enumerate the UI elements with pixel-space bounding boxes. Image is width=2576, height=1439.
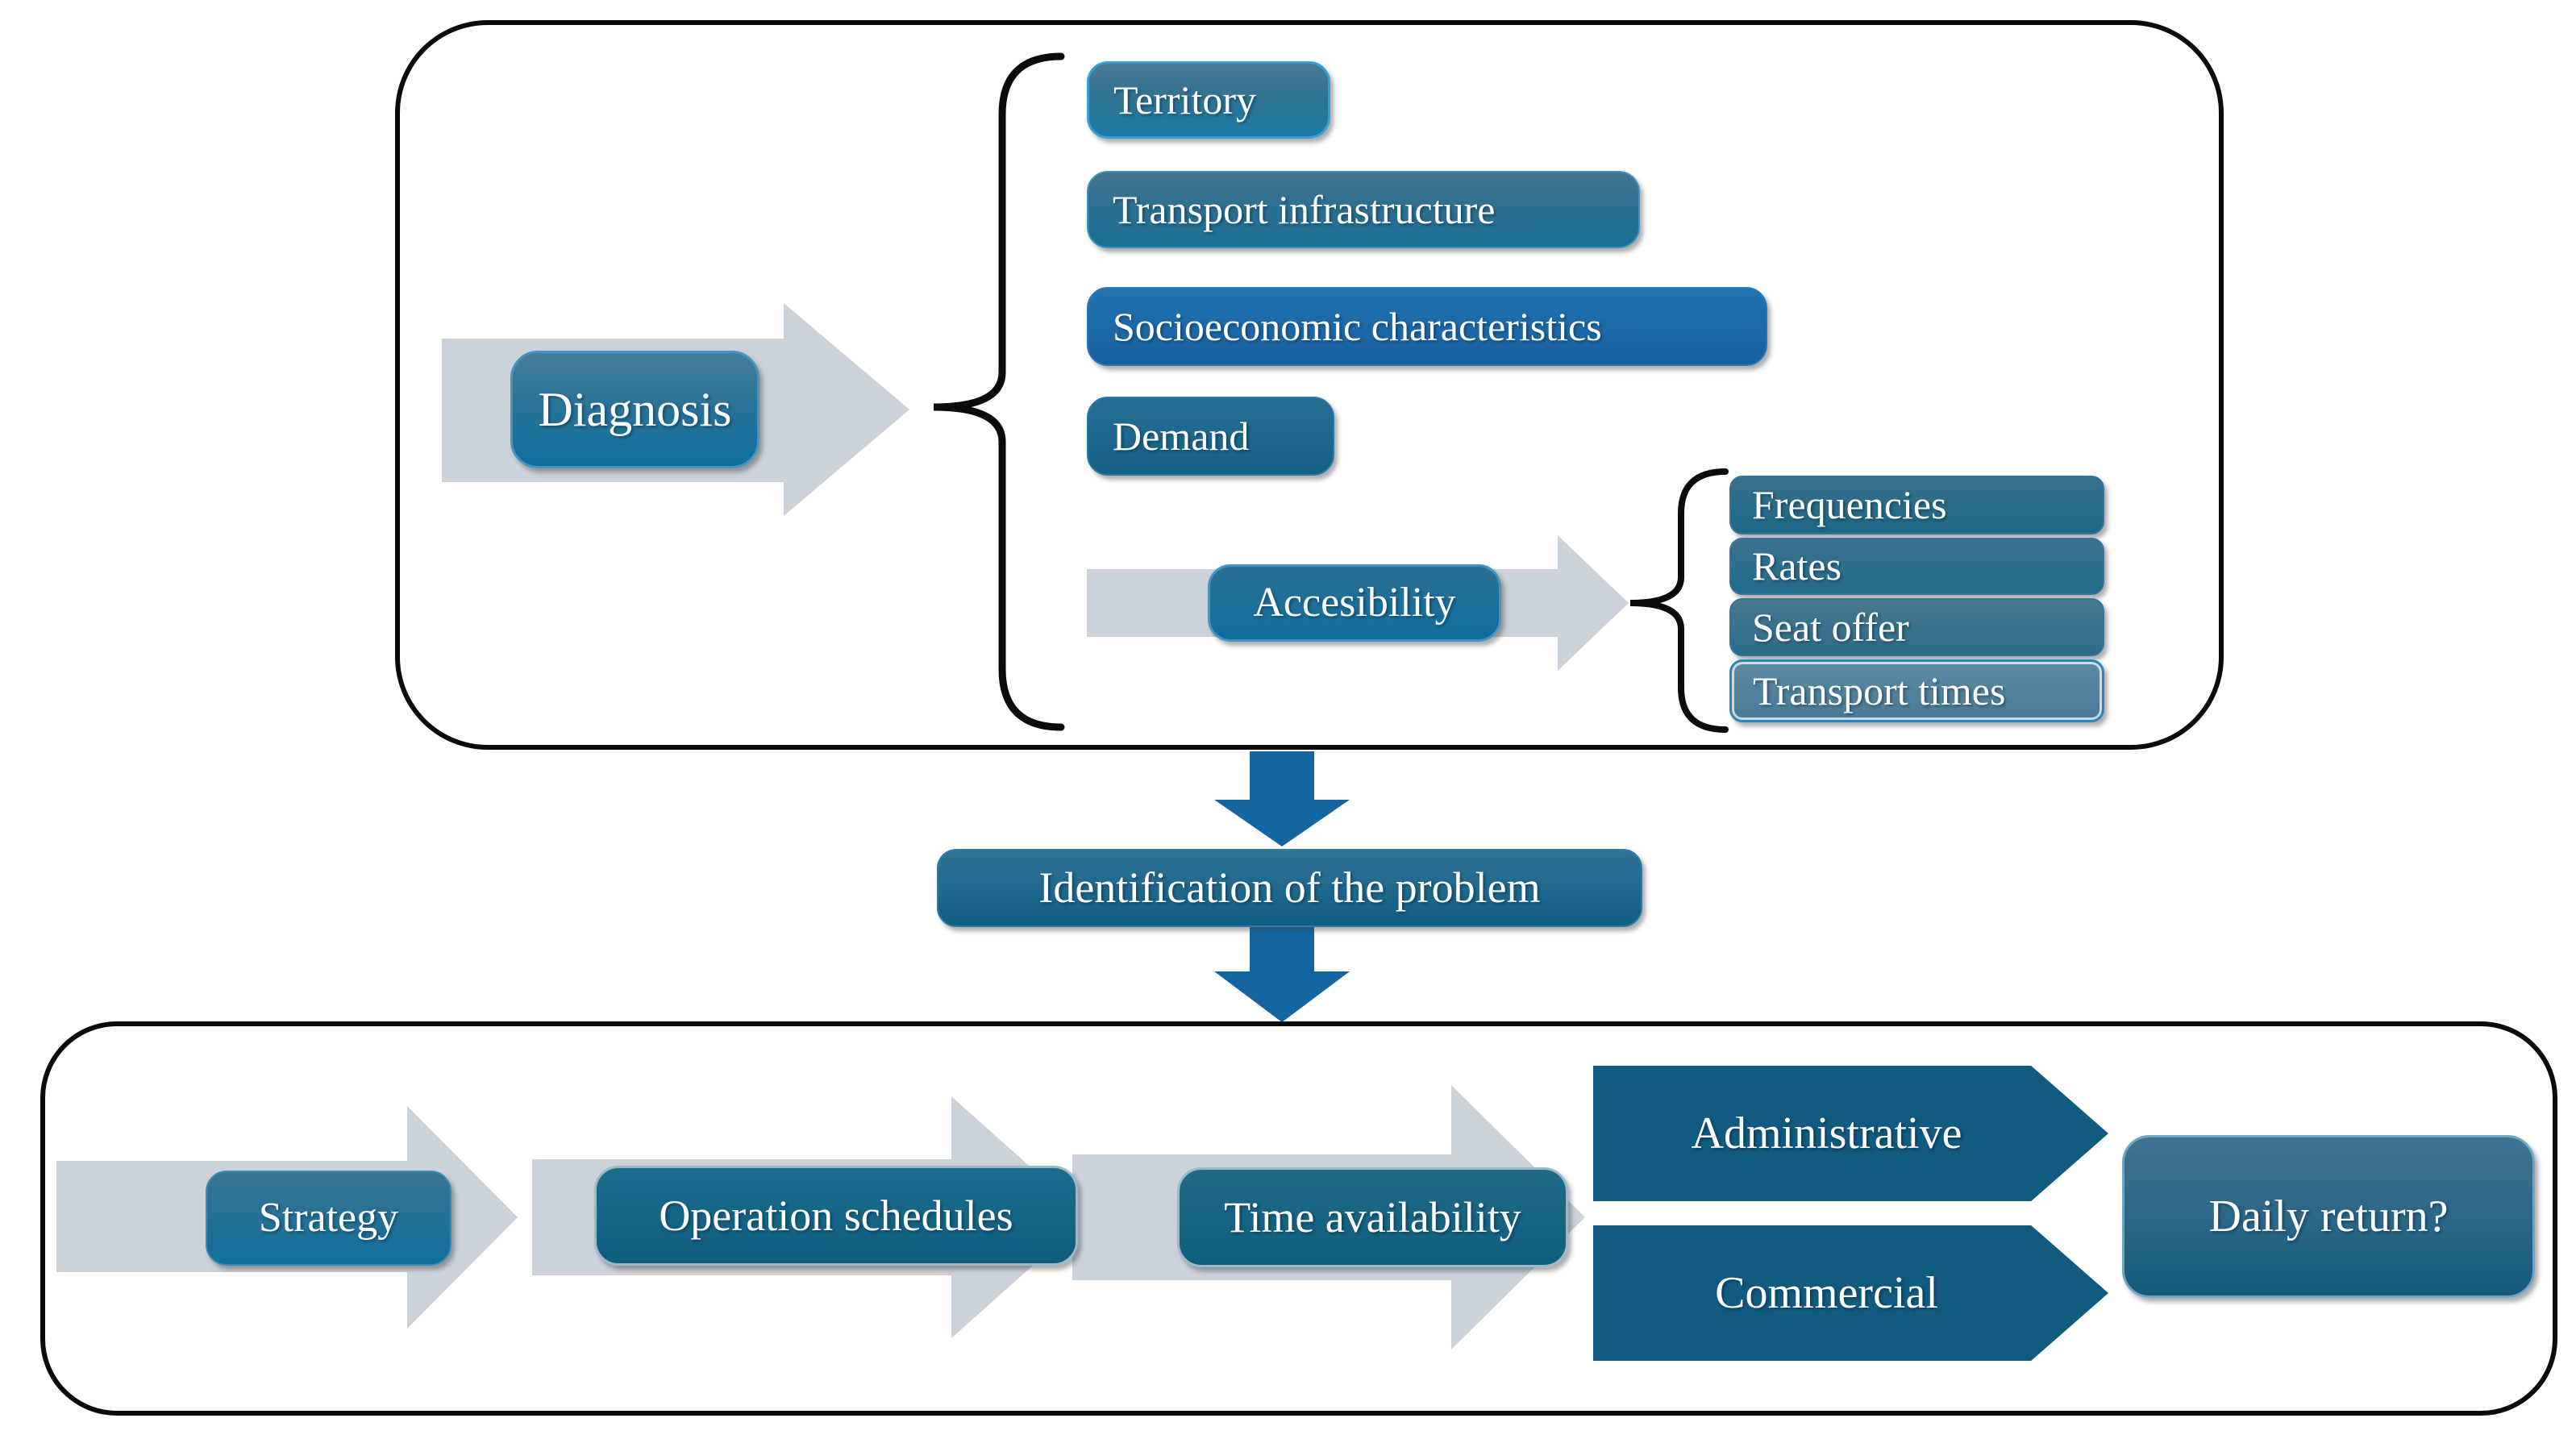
accessibility-brace-icon [1629, 468, 1729, 733]
diagnosis-brace-icon [933, 52, 1065, 731]
time-availability-box: Time availability [1177, 1167, 1568, 1267]
flow-down-arrow-bottom [1214, 927, 1350, 1022]
diagnosis-box: Diagnosis [510, 351, 759, 468]
accessibility-item-seat-offer: Seat offer [1729, 598, 2104, 656]
accessibility-box: Accesibility [1208, 564, 1501, 642]
factor-box-transport-infrastructure: Transport infrastructure [1087, 171, 1640, 248]
factor-box-socioeconomic-characteristics: Socioeconomic characteristics [1087, 287, 1767, 366]
daily-return-box: Daily return? [2122, 1135, 2535, 1298]
operation-schedules-box: Operation schedules [594, 1166, 1078, 1266]
accessibility-item-transport-times: Transport times [1729, 659, 2104, 722]
factor-box-demand: Demand [1087, 397, 1334, 476]
strategy-box: Strategy [206, 1171, 452, 1266]
administrative-chevron: Administrative [1593, 1066, 2108, 1201]
strategy-section-container [40, 1021, 2557, 1416]
diagnosis-section-container [395, 20, 2224, 750]
commercial-chevron: Commercial [1593, 1225, 2108, 1361]
identification-of-problem-box: Identification of the problem [937, 849, 1642, 927]
accessibility-item-rates: Rates [1729, 538, 2104, 595]
factor-box-territory: Territory [1087, 61, 1330, 139]
flow-down-arrow-top [1214, 751, 1350, 846]
accessibility-item-frequencies: Frequencies [1729, 476, 2104, 534]
